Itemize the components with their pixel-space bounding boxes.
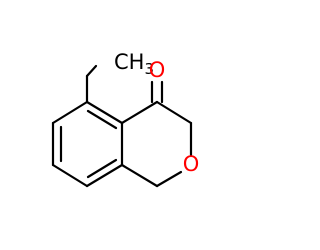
- bond-c7-c8: [51, 163, 89, 188]
- bond-methyl-stub: [85, 64, 98, 78]
- methyl-label-subscript: 3: [144, 60, 154, 78]
- bond-c8-c8a: [85, 163, 124, 188]
- methyl-label-main: CH: [114, 50, 144, 74]
- bond-c5-c6: [51, 100, 89, 125]
- bond-o2-c1: [155, 170, 183, 188]
- bond-c1-c8a: [120, 163, 159, 188]
- ring-oxygen-label: O: [183, 152, 200, 176]
- bond-c4a-c5-inner: [86, 109, 118, 130]
- molecule-drawing: CH3 O O: [51, 50, 200, 188]
- bond-c4a-c4: [120, 100, 159, 125]
- bond-c4-c3: [155, 100, 193, 125]
- structure-canvas: CH3 O O: [51, 50, 200, 188]
- carbonyl-oxygen-label: O: [149, 58, 166, 82]
- methyl-label: CH3: [114, 50, 154, 78]
- bond-c8-c8a-inner: [86, 158, 118, 179]
- bond-c4a-c5: [85, 100, 124, 125]
